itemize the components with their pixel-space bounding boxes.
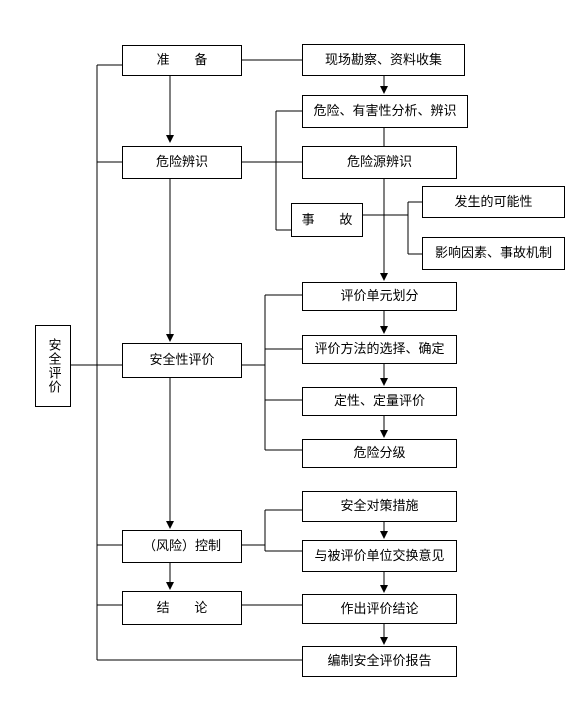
stage-identify: 危险辨识 [122, 146, 242, 179]
step-report: 编制安全评价报告 [302, 646, 457, 677]
step-possibility: 发生的可能性 [422, 186, 565, 218]
stage-assess: 安全性评价 [122, 343, 242, 378]
step-accident: 事 故 [291, 203, 363, 237]
stage-conclude: 结 论 [122, 591, 242, 625]
step-unit-division: 评价单元划分 [302, 282, 457, 311]
step-hazard-analysis: 危险、有害性分析、辨识 [302, 95, 468, 128]
step-measures: 安全对策措施 [302, 491, 457, 522]
step-hazard-source: 危险源辨识 [302, 146, 457, 179]
stage-control: （风险）控制 [122, 530, 242, 563]
step-qual-quant: 定性、定量评价 [302, 387, 457, 416]
step-factors: 影响因素、事故机制 [422, 237, 565, 270]
stage-prepare: 准 备 [122, 45, 242, 76]
step-grading: 危险分级 [302, 439, 457, 468]
step-method-selection: 评价方法的选择、确定 [302, 335, 457, 364]
step-exchange: 与被评价单位交换意见 [302, 540, 457, 572]
root-node: 安全评价 [35, 325, 71, 407]
step-survey: 现场勘察、资料收集 [302, 44, 465, 76]
step-conclusion: 作出评价结论 [302, 594, 457, 624]
